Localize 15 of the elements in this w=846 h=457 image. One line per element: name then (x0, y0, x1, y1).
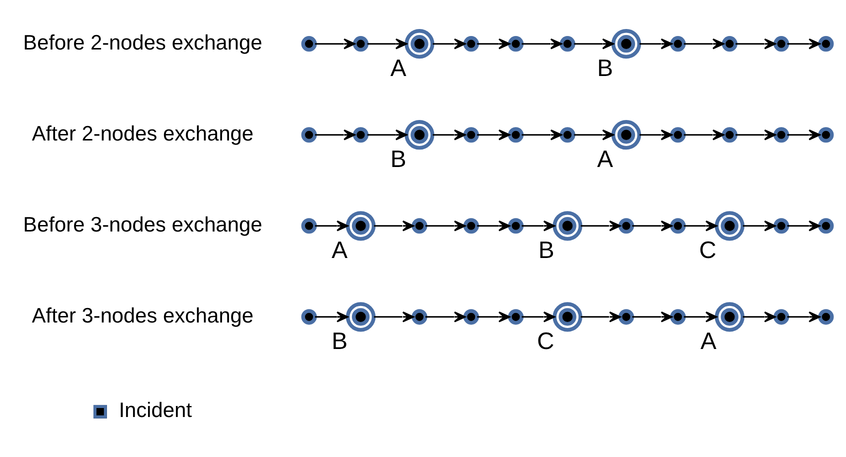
node-label: A (390, 54, 406, 82)
node-label: B (538, 236, 554, 264)
label: Before 2-nodes exchange (22, 31, 262, 54)
node-label: B (331, 328, 348, 355)
label: After 3-nodes exchange (31, 304, 254, 328)
label: After 2-nodes exchange (31, 122, 254, 146)
node-label: B (390, 146, 406, 173)
node-label: A (331, 236, 348, 264)
node-label: B (596, 54, 613, 82)
node-label: C (698, 236, 716, 264)
node-label: A (700, 328, 716, 355)
node-label: A (596, 146, 613, 173)
node-label: C (536, 328, 554, 355)
legend-label: Incident (118, 399, 192, 422)
label: Before 3-nodes exchange (22, 213, 262, 236)
